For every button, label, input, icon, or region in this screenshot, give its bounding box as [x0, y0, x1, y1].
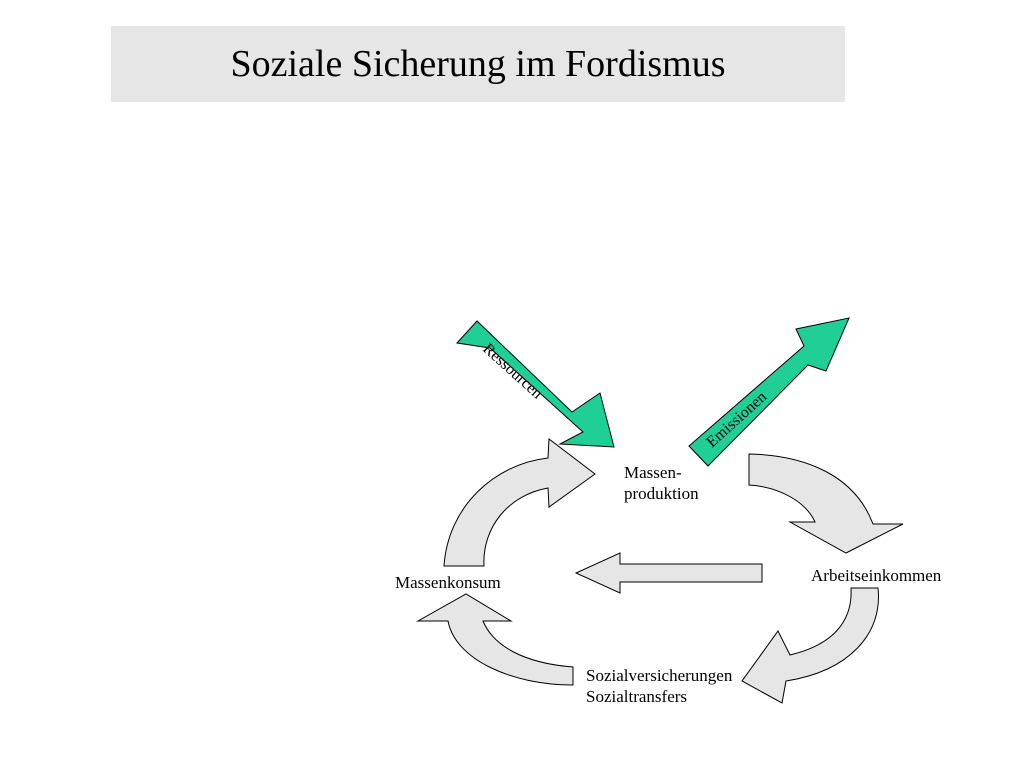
emissionen-arrow: Emissionen — [688, 317, 850, 467]
cycle-arrow-konsum-produktion — [443, 438, 596, 567]
straight-arrow-arbeit-konsum — [574, 552, 763, 594]
page-title: Soziale Sicherung im Fordismus — [230, 43, 726, 85]
emissionen-label: Emissionen — [703, 388, 770, 451]
massenproduktion-line-1: Massen- — [624, 463, 682, 482]
cycle-arrow-produktion-arbeit — [748, 453, 904, 554]
sozial-line-1: Sozialversicherungen — [586, 666, 733, 685]
cycle-arrow-sozial-konsum — [416, 593, 574, 686]
node-massenkonsum: Massenkonsum — [395, 573, 501, 592]
title-banner: Soziale Sicherung im Fordismus — [111, 26, 845, 102]
node-arbeitseinkommen: Arbeitseinkommen — [811, 566, 942, 585]
ressourcen-label: Ressourcen — [479, 340, 545, 402]
sozial-line-2: Sozialtransfers — [586, 687, 688, 706]
node-massenproduktion: Massen- produktion — [624, 462, 699, 504]
node-sozial: Sozialversicherungen Sozialtransfers — [586, 665, 732, 707]
massenproduktion-line-2: produktion — [624, 484, 699, 503]
ressourcen-arrow: Ressourcen — [456, 320, 615, 448]
cycle-arrow-arbeit-sozial — [741, 587, 879, 704]
